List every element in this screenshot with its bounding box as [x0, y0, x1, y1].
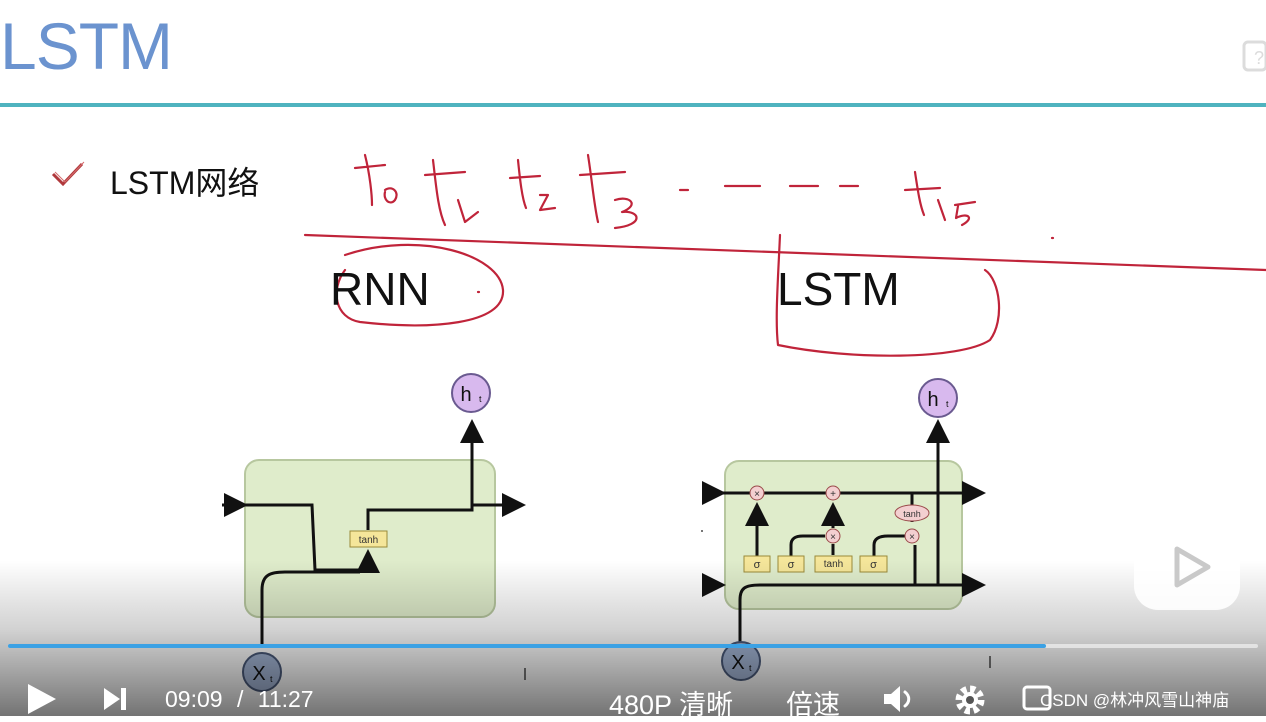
play-button[interactable]	[26, 682, 58, 721]
svg-text:+: +	[830, 489, 836, 500]
rnn-output-h: h	[460, 384, 471, 406]
checkmark-icon	[50, 160, 86, 195]
current-time: 09:09	[165, 686, 223, 712]
lstm-top-tanh: tanh	[903, 509, 921, 519]
picture-in-picture-icon[interactable]	[1022, 685, 1052, 718]
volume-button[interactable]	[882, 684, 916, 719]
time-display: 09:09 / 11:27	[165, 686, 314, 713]
lstm-label: LSTM	[777, 263, 900, 315]
lstm-output-sub: t	[946, 399, 949, 409]
rnn-output-sub: t	[479, 394, 482, 404]
speed-button[interactable]: 倍速	[786, 690, 840, 720]
svg-text:×: ×	[754, 489, 760, 500]
svg-text:×: ×	[830, 532, 836, 543]
progress-bar[interactable]	[8, 644, 1258, 648]
settings-gear-icon[interactable]	[952, 683, 988, 722]
total-time: 11:27	[257, 686, 314, 712]
slide-title: LSTM	[0, 9, 173, 83]
lstm-output-h: h	[927, 389, 938, 411]
help-icon: ?	[1242, 40, 1266, 74]
svg-text:×: ×	[909, 532, 915, 543]
rnn-label: RNN	[330, 263, 430, 315]
quality-button[interactable]: 480P 清晰	[609, 690, 734, 720]
rnn-tanh-gate: tanh	[359, 535, 378, 546]
title-divider	[0, 103, 1266, 107]
bullet-lstm-network: LSTM网络	[110, 165, 260, 201]
csdn-watermark: CSDN @林冲风雪山神庙	[1040, 691, 1230, 710]
time-separator: /	[236, 686, 244, 712]
svg-text:?: ?	[1254, 48, 1264, 68]
next-button[interactable]	[102, 686, 128, 717]
center-play-icon[interactable]	[1132, 511, 1242, 612]
progress-fill	[8, 644, 1046, 648]
controls-gradient	[0, 560, 1266, 716]
